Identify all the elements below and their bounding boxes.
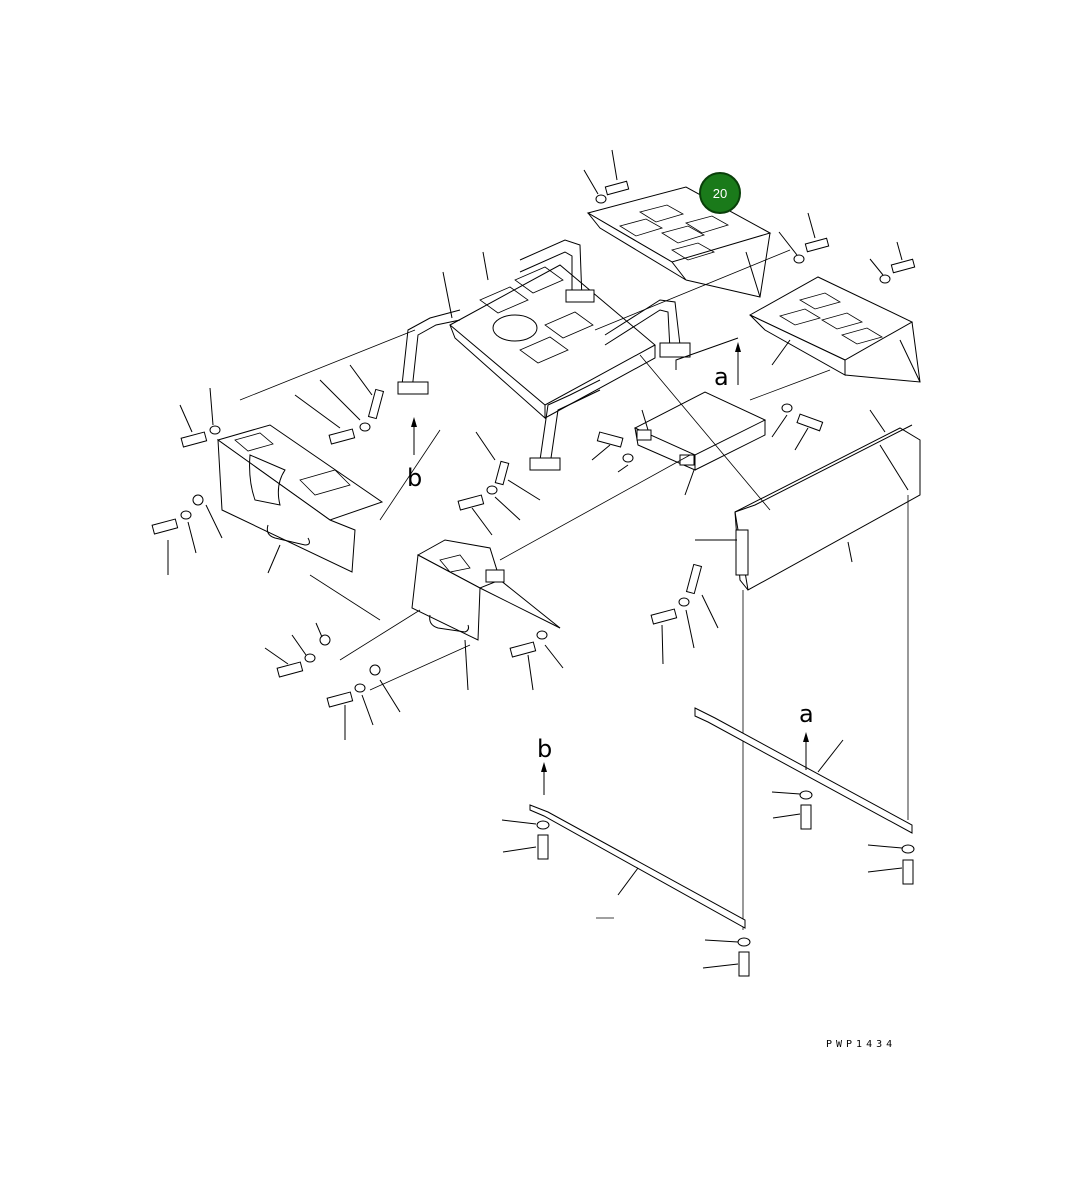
center-bracket-plate <box>633 391 767 496</box>
front-center-panel <box>411 539 561 691</box>
bolts-and-washers <box>151 379 824 740</box>
lower-left-strip: b <box>501 735 751 977</box>
ref-mark-b-top: b <box>407 464 422 492</box>
drawing-code: PWP1434 <box>826 1039 896 1050</box>
reference-arrow-a-top: a <box>675 337 741 391</box>
lower-right-strip: a <box>694 700 915 885</box>
ref-mark-b-bottom: b <box>537 735 552 763</box>
right-cover-plate <box>748 276 921 383</box>
item-20-label: 20 <box>713 186 727 201</box>
item-20-badge[interactable]: 20 <box>699 172 741 214</box>
bolt-set-top-cover <box>583 149 916 284</box>
ref-mark-a-bottom: a <box>799 700 814 728</box>
ref-mark-a-top: a <box>714 363 729 391</box>
right-side-panel <box>695 409 921 591</box>
left-guard-panel <box>216 424 384 574</box>
central-frame <box>397 239 691 471</box>
top-cover-plate[interactable] <box>586 186 772 298</box>
latch-parts <box>192 364 703 676</box>
assembly-lines <box>239 249 909 930</box>
reference-arrow-b-top: b <box>407 417 422 492</box>
